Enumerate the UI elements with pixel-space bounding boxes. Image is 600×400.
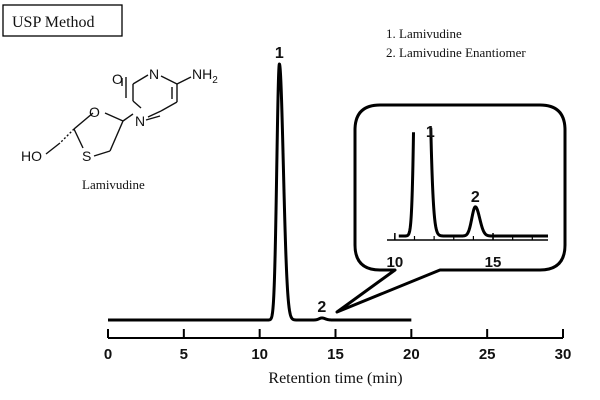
molecule-name: Lamivudine xyxy=(82,177,145,192)
x-tick-label-15: 15 xyxy=(327,346,344,363)
peak-labels: 12 xyxy=(275,45,326,316)
main-chromatogram-trace xyxy=(106,62,413,322)
inset-x-axis-ticks: 10 15 xyxy=(387,233,533,271)
inset-chromatogram-trace xyxy=(397,127,550,238)
atom-o-carbonyl: O xyxy=(112,71,123,87)
method-label: USP Method xyxy=(12,14,95,31)
inset-callout-bubble xyxy=(335,103,567,314)
legend: 1. Lamivudine 2. Lamivudine Enantiomer xyxy=(386,26,526,60)
lamivudine-atom-labels: O N N NH2 O S HO xyxy=(21,66,218,164)
legend-item-2: 2. Lamivudine Enantiomer xyxy=(386,45,526,60)
lamivudine-structure xyxy=(45,74,192,157)
atom-nh: NH2 xyxy=(192,66,218,86)
inset-peak-label-1: 1 xyxy=(426,124,435,141)
x-tick-label-10: 10 xyxy=(251,346,268,363)
legend-item-1: 1. Lamivudine xyxy=(386,26,462,41)
x-tick-label-30: 30 xyxy=(555,346,572,363)
inset-tick-label-10: 10 xyxy=(387,254,404,271)
x-tick-label-5: 5 xyxy=(180,346,188,363)
inset-peak-label-2: 2 xyxy=(471,189,480,206)
inset-tick-label-15: 15 xyxy=(485,254,502,271)
atom-n-ring-bottom: N xyxy=(135,113,145,129)
peak-label-2: 2 xyxy=(317,299,326,316)
atom-nh-subscript: 2 xyxy=(212,75,218,86)
atom-s-ring: S xyxy=(82,148,91,164)
x-tick-label-25: 25 xyxy=(479,346,496,363)
atom-nh-text: NH xyxy=(192,66,212,82)
method-label-box: USP Method xyxy=(2,4,123,37)
x-tick-label-20: 20 xyxy=(403,346,420,363)
peak-label-1: 1 xyxy=(275,45,284,62)
atom-n-ring-top: N xyxy=(149,66,159,82)
x-axis-label: Retention time (min) xyxy=(268,370,402,387)
inset-peak-labels: 12 xyxy=(426,124,480,206)
x-axis-ticks: 0 5 10 15 20 25 30 xyxy=(104,329,572,363)
atom-o-ring: O xyxy=(89,104,100,120)
x-tick-label-0: 0 xyxy=(104,346,112,363)
atom-ho: HO xyxy=(21,148,42,164)
